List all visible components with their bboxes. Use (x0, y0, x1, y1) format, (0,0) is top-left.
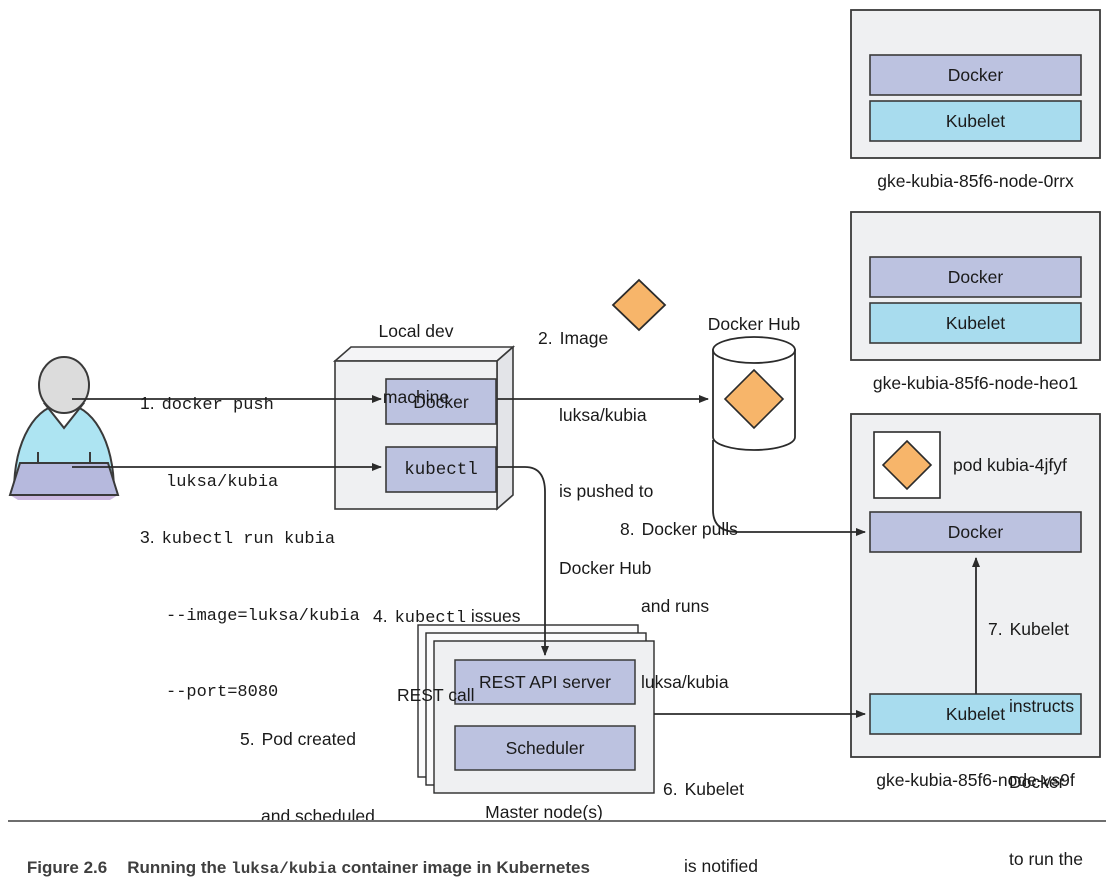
figure-caption-mono: luksa/kubia (231, 860, 337, 878)
step-6-text: 6. Kubelet is notified (663, 726, 758, 883)
local-dev-machine-box (332, 345, 516, 511)
step-3-line3: --port=8080 (166, 683, 279, 702)
step-8-line3: luksa/kubia (641, 672, 729, 692)
docker-hub-title: Docker Hub (707, 314, 801, 334)
worker-node-heo1-box (850, 211, 1101, 361)
node-vs9f-name: gke-kubia-85f6-node-vs9f (876, 770, 1075, 790)
master-node-title: Master node(s) (485, 802, 603, 822)
node-0rrx-name: gke-kubia-85f6-node-0rrx (877, 171, 1074, 191)
node-vs9f-docker-label: Docker (947, 522, 1004, 542)
pod-kubia-label: pod kubia-4jfyf (953, 455, 1067, 475)
image-diamond-icon-step2 (609, 276, 669, 334)
master-node-stack (417, 624, 655, 794)
step-2-number: 2. (538, 328, 553, 348)
arrow-step-4 (497, 466, 549, 656)
local-kubectl-label: kubectl (404, 460, 478, 480)
local-dev-machine-title-line2: machine (382, 387, 450, 407)
local-dev-machine-title: Local dev machine (335, 276, 497, 452)
figure-caption: Figure 2.6 Running the luksa/kubia contai… (8, 838, 590, 883)
step-2-text: 2. Image luksa/kubia is pushed to Docker… (538, 275, 653, 632)
step-7-number: 7. (988, 619, 1003, 639)
step-8-line1: Docker pulls (641, 519, 738, 539)
caption-rule (8, 820, 1106, 822)
step-6-line2: is notified (684, 855, 758, 876)
step-6-number: 6. (663, 779, 678, 799)
step-7-line4: to run the (1009, 848, 1083, 869)
step-1-line1: docker push (161, 396, 274, 415)
step-1-text: 1. docker push luksa/kubia (140, 340, 278, 546)
step-6-line1: Kubelet (684, 779, 744, 799)
step-2-line3: is pushed to (559, 481, 654, 501)
node-heo1-docker-label: Docker (947, 267, 1004, 287)
step-7-line3: Docker (1009, 772, 1065, 792)
docker-hub-cylinder (712, 336, 796, 451)
arrow-step-8 (712, 440, 866, 536)
step-3-text: 3. kubectl run kubia --image=luksa/kubia… (140, 474, 360, 757)
step-4-number: 4. (373, 606, 388, 626)
scheduler-label: Scheduler (505, 738, 585, 758)
node-vs9f-kubelet-label: Kubelet (945, 704, 1006, 724)
step-8-number: 8. (620, 519, 635, 539)
step-7-line2: instructs (1009, 695, 1075, 716)
node-0rrx-kubelet-label: Kubelet (945, 111, 1006, 131)
figure-caption-pre: Running the (127, 858, 232, 877)
step-2-line1: Image (559, 328, 609, 348)
figure-caption-label: Figure 2.6 (26, 858, 108, 877)
step-7-text: 7. Kubelet instructs Docker to run the i… (988, 566, 1083, 883)
step-3-number: 3. (140, 527, 155, 547)
rest-api-server-label: REST API server (479, 672, 611, 692)
step-3-line1: kubectl run kubia (161, 530, 336, 549)
developer-avatar (8, 356, 120, 500)
step-4-text: 4. kubectl issues REST call (373, 553, 521, 759)
step-5-line2: and scheduled (261, 805, 375, 826)
step-4-line2: REST call (397, 684, 475, 705)
node-heo1-name: gke-kubia-85f6-node-heo1 (872, 373, 1079, 393)
step-8-line2: and runs (641, 595, 710, 616)
step-1-line2: luksa/kubia (166, 472, 279, 492)
step-5-number: 5. (240, 729, 255, 749)
step-8-text: 8. Docker pulls and runs luksa/kubia (620, 466, 738, 747)
node-0rrx-docker-label: Docker (947, 65, 1004, 85)
step-2-line4: Docker Hub (559, 557, 652, 578)
local-dev-machine-title-line1: Local dev (378, 321, 454, 341)
step-3-line2: --image=luksa/kubia (166, 606, 360, 626)
node-heo1-kubelet-label: Kubelet (945, 313, 1006, 333)
step-2-line2: luksa/kubia (559, 404, 647, 425)
figure-caption-post: container image in Kubernetes (336, 858, 590, 877)
step-5-line1: Pod created (261, 729, 356, 749)
step-1-number: 1. (140, 393, 155, 413)
step-4-line1-rest: issues (466, 606, 521, 626)
local-docker-label: Docker (413, 392, 469, 412)
step-4-mono-token: kubectl (394, 609, 467, 628)
step-7-line1: Kubelet (1009, 619, 1069, 639)
worker-node-0rrx-box (850, 9, 1101, 159)
